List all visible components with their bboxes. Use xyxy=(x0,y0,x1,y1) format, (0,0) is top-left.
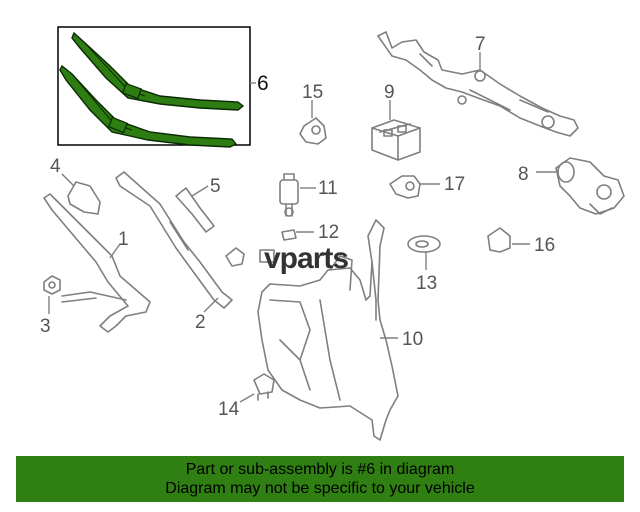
banner-line-2: Diagram may not be specific to your vehi… xyxy=(165,480,475,497)
highlight-inset-part-6[interactable] xyxy=(57,26,251,148)
watermark-logo-text: vparts xyxy=(264,242,348,275)
callout-13[interactable]: 13 xyxy=(416,273,437,294)
module-part-9[interactable] xyxy=(371,119,421,161)
wiper-motor-part-8[interactable] xyxy=(555,157,625,215)
sensor-part-15[interactable] xyxy=(299,117,327,145)
callout-15[interactable]: 15 xyxy=(302,82,323,103)
callout-8[interactable]: 8 xyxy=(518,164,529,185)
wiper-linkage-part-7[interactable] xyxy=(377,31,579,137)
callout-3[interactable]: 3 xyxy=(40,316,51,337)
callout-2[interactable]: 2 xyxy=(195,312,206,333)
cap-part-13[interactable] xyxy=(407,235,441,253)
wiper-arm-part-1[interactable] xyxy=(43,193,151,333)
sensor-part-16[interactable] xyxy=(487,227,511,253)
callout-5[interactable]: 5 xyxy=(210,176,221,197)
callout-11[interactable]: 11 xyxy=(318,178,338,199)
callout-14[interactable]: 14 xyxy=(218,399,240,420)
callout-17[interactable]: 17 xyxy=(444,174,465,195)
banner-line-1: Part or sub-assembly is #6 in diagram xyxy=(185,461,455,478)
callout-6[interactable]: 6 xyxy=(257,72,269,95)
info-banner: Part or sub-assembly is #6 in diagram Di… xyxy=(16,456,624,502)
connector-part-14[interactable] xyxy=(253,373,275,401)
washer-pump-part-11[interactable] xyxy=(279,173,299,217)
callout-16[interactable]: 16 xyxy=(534,235,555,256)
callout-12[interactable]: 12 xyxy=(318,222,339,243)
callout-4[interactable]: 4 xyxy=(50,156,61,177)
washer-reservoir-part-10[interactable] xyxy=(257,219,399,441)
cover-part-4[interactable] xyxy=(67,181,101,215)
grommet-part-12[interactable] xyxy=(281,229,297,241)
callout-1[interactable]: 1 xyxy=(118,229,129,250)
washer-nut xyxy=(225,247,275,267)
wiper-arm-part-2[interactable] xyxy=(115,171,233,309)
bracket-part-17[interactable] xyxy=(389,175,421,199)
arm-cover-part-5[interactable] xyxy=(175,187,215,233)
nut-part-3[interactable] xyxy=(43,275,61,295)
callout-9[interactable]: 9 xyxy=(384,82,395,103)
parts-diagram: 6 7 15 9 8 17 xyxy=(40,26,625,441)
callout-10[interactable]: 10 xyxy=(402,329,423,350)
callout-7[interactable]: 7 xyxy=(475,34,486,55)
